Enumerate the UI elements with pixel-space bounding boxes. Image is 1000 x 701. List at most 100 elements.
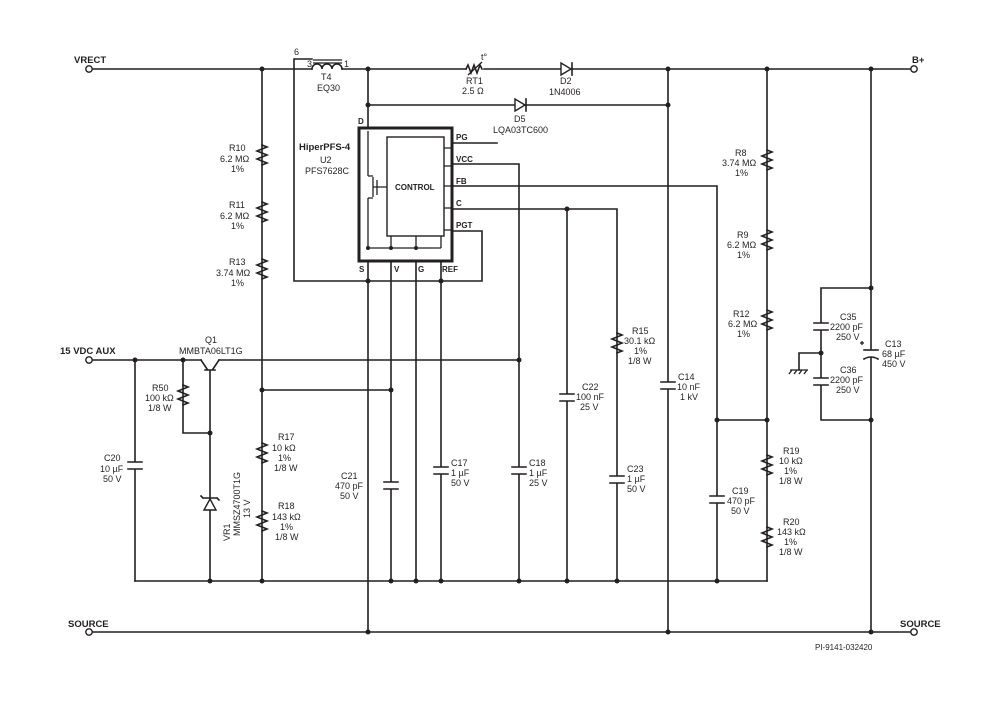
d2-ref: D2: [560, 76, 572, 86]
q1-value: MMBTA06LT1G: [179, 346, 243, 356]
r17-ref: R17: [278, 432, 295, 442]
r8-ref: R8: [735, 148, 747, 158]
c14-ref: C14: [678, 372, 695, 382]
r13-value: 3.74 MΩ: [216, 268, 251, 278]
c19-ref: C19: [732, 486, 749, 496]
d5-value: LQA03TC600: [493, 125, 548, 135]
vr1-ref: VR1: [222, 523, 232, 541]
c21-volt: 50 V: [340, 491, 359, 501]
vr1-value: MMSZ4700T1G: [232, 472, 242, 536]
resistor-r8: [759, 148, 775, 172]
r50-wire: [182, 359, 211, 434]
q1-ref: Q1: [205, 335, 217, 345]
bplus-terminal: [910, 65, 918, 73]
capacitor-c23: [609, 475, 625, 484]
c20-value: 10 µF: [100, 464, 124, 474]
u2-pin-ref: REF: [442, 265, 458, 274]
resistor-r13: [254, 257, 270, 281]
r15-value: 30.1 kΩ: [624, 336, 656, 346]
r11-value: 6.2 MΩ: [220, 211, 250, 221]
capacitor-c20: [127, 461, 143, 470]
c23-value: 1 µF: [627, 474, 646, 484]
c14-volt: 1 kV: [680, 392, 698, 402]
r10-tol: 1%: [231, 164, 244, 174]
r20-ref: R20: [783, 517, 800, 527]
u2-outline: [357, 126, 454, 263]
r12-ref: R12: [733, 309, 750, 319]
u2-control-label: CONTROL: [395, 183, 435, 192]
r20-tol: 1%: [784, 537, 797, 547]
r9-ref: R9: [737, 230, 749, 240]
r13-ref: R13: [229, 257, 246, 267]
r18-ref: R18: [278, 501, 295, 511]
rt1-sym: t°: [481, 52, 488, 62]
capacitor-c18: [511, 466, 527, 475]
r17-tol: 1%: [278, 453, 291, 463]
u2-pin-s: S: [359, 265, 365, 274]
t4-ref: T4: [321, 72, 332, 82]
c36-value: 2200 pF: [830, 375, 864, 385]
capacitor-c14: [660, 381, 676, 390]
resistor-r15: [609, 331, 625, 355]
aux-terminal: [85, 356, 93, 364]
d5-ref: D5: [514, 114, 526, 124]
c13-value: 68 µF: [882, 349, 906, 359]
bplus-label: B+: [912, 55, 925, 66]
r12-tol: 1%: [737, 329, 750, 339]
r20-power: 1/8 W: [779, 547, 803, 557]
u2-pin-pgt: PGT: [456, 221, 473, 230]
resistor-r19: [759, 453, 775, 477]
c19-volt: 50 V: [731, 506, 750, 516]
t4-value: EQ30: [317, 83, 340, 93]
c22-value: 100 nF: [576, 392, 605, 402]
u2-pin-v: V: [394, 265, 400, 274]
c17-ref: C17: [451, 458, 468, 468]
c35-volt: 250 V: [836, 332, 860, 342]
ground-icon: [788, 352, 822, 375]
capacitor-c22: [559, 393, 575, 402]
capacitor-c36: [813, 377, 829, 386]
r19-power: 1/8 W: [779, 476, 803, 486]
r18-value: 143 kΩ: [272, 512, 301, 522]
c18-value: 1 µF: [529, 468, 548, 478]
r11-ref: R11: [229, 200, 245, 210]
r8-tol: 1%: [735, 168, 748, 178]
fb-wire: [451, 185, 718, 582]
pgt-wire: [440, 230, 483, 282]
resistor-r9: [759, 228, 775, 252]
u2-pin-pg: PG: [456, 133, 468, 142]
c18-volt: 25 V: [529, 478, 548, 488]
junction-dots: [132, 66, 874, 635]
aux-label: 15 VDC AUX: [60, 346, 116, 357]
u2-pins-internal: [440, 147, 452, 248]
vcc-wire: [451, 163, 520, 582]
vrect-terminal: [85, 65, 93, 73]
vrect-label: VRECT: [74, 55, 106, 66]
c23-ref: C23: [627, 464, 644, 474]
c22-volt: 25 V: [580, 402, 599, 412]
rt1-thermistor: [464, 62, 484, 76]
r15-power: 1/8 W: [628, 356, 652, 366]
resistor-r20: [759, 525, 775, 549]
u2-pin-vcc: VCC: [456, 155, 473, 164]
capacitor-c19: [709, 495, 725, 504]
c21-value: 470 pF: [335, 481, 364, 491]
capacitor-c13: [860, 341, 880, 361]
c13-volt: 450 V: [882, 359, 906, 369]
r17-power: 1/8 W: [274, 463, 298, 473]
rt1-ref: RT1: [466, 76, 483, 86]
c19-value: 470 pF: [727, 496, 756, 506]
resistor-r50: [175, 383, 191, 407]
c18-ref: C18: [529, 458, 546, 468]
c36-volt: 250 V: [836, 385, 860, 395]
r13-tol: 1%: [231, 278, 244, 288]
r17-value: 10 kΩ: [272, 443, 296, 453]
resistor-r11: [254, 200, 270, 224]
c13-ref: C13: [885, 339, 902, 349]
vr1-labels: VR1 MMSZ4700T1G 13 V: [222, 472, 252, 541]
resistor-r18: [254, 509, 270, 533]
source-left-label: SOURCE: [68, 619, 109, 630]
r19-ref: R19: [783, 446, 800, 456]
u2-internal-v: [390, 236, 417, 248]
